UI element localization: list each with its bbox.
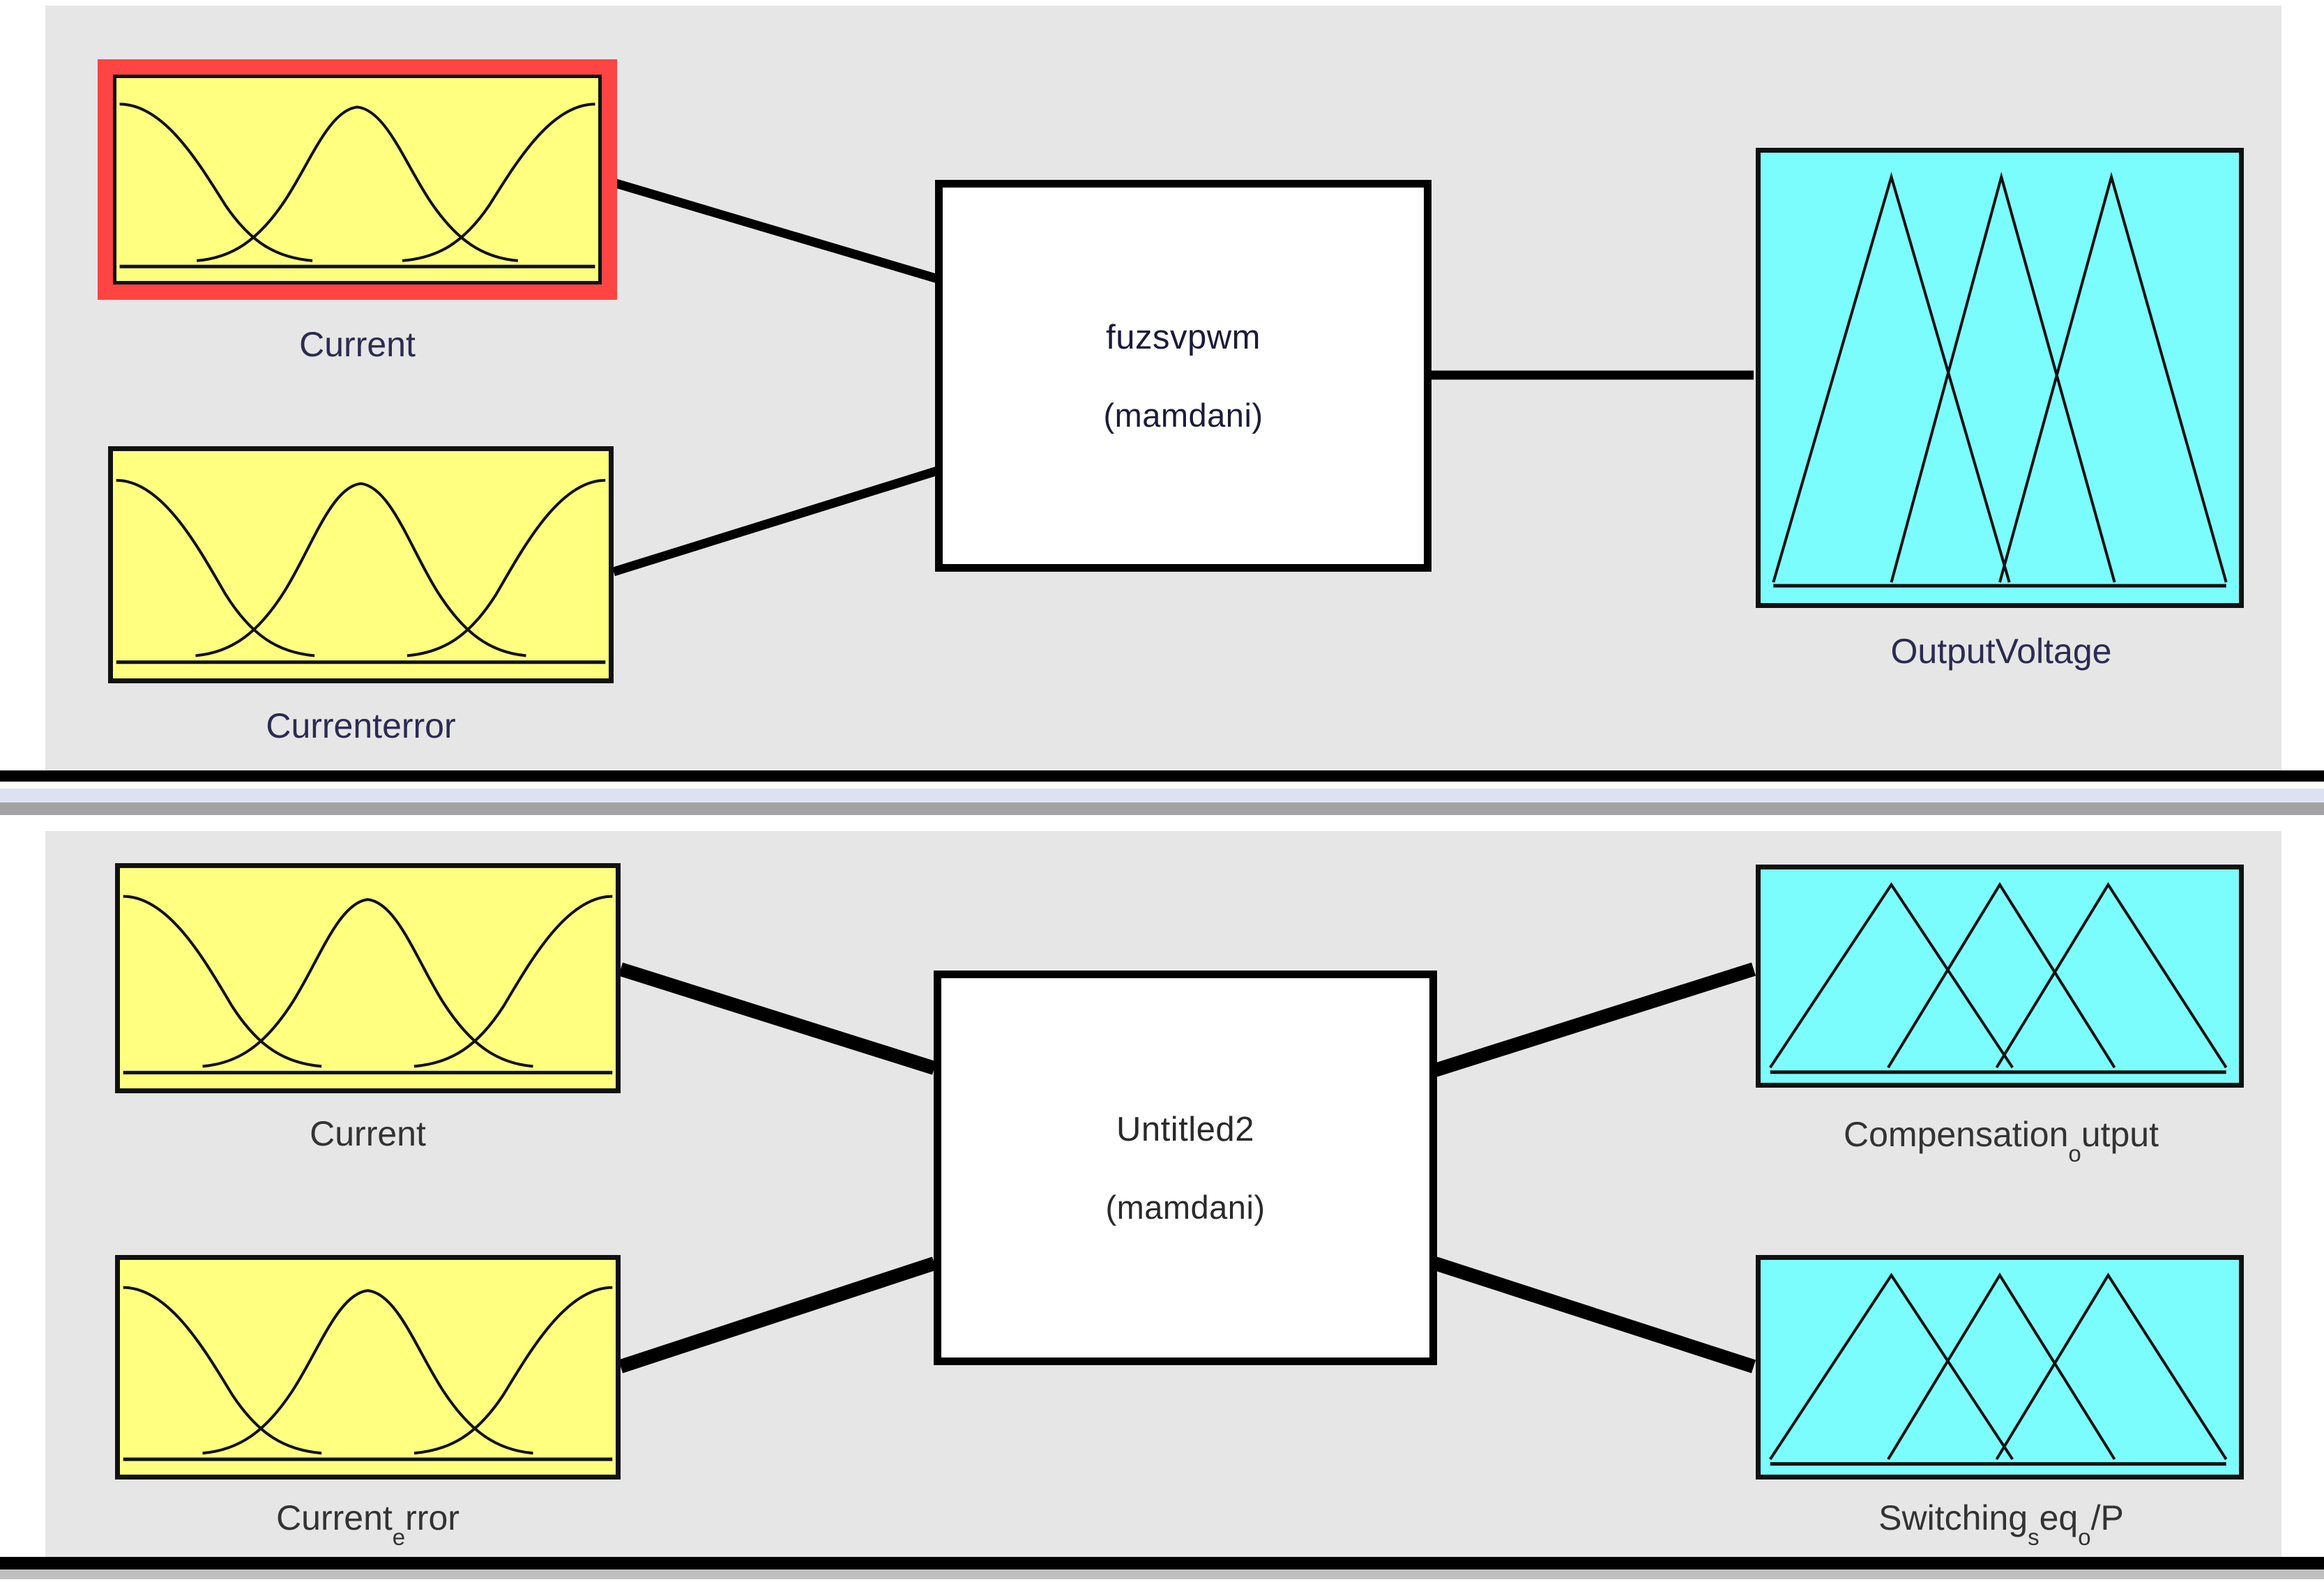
input-variable-label-currenterror-top: Currenterror [266,706,456,745]
output-variable-label-switching-seq-output: Switchingseqo/P [1722,1498,2280,1550]
label-part-text: Switching [1878,1498,2028,1537]
input-variable-label-current-top: Current [299,325,416,364]
output-variable-label-compensation-output: Compensationoutput [1722,1114,2280,1166]
input-variable-box-currenterror-bottom[interactable] [115,1255,621,1480]
output-variable-label-outputvoltage: OutputVoltage [1890,632,2112,671]
label-part-text: /P [2090,1498,2124,1537]
output-variable-box-outputvoltage[interactable] [1756,148,2244,608]
label-part-subscript: s [2028,1524,2040,1550]
mf-plot-outputvoltage [1761,153,2239,603]
panel-border-white-bottom [0,1579,2324,1582]
label-part-subscript: o [2078,1524,2091,1550]
panel-divider-white-1 [0,782,2324,789]
panel-divider-white-2 [0,815,2324,831]
label-part-subscript: o [2068,1141,2081,1166]
output-variable-box-compensation-output[interactable] [1756,865,2244,1088]
mf-plot-compensation-output [1761,869,2239,1083]
input-variable-label-currenterror-bottom: Currenterror [115,1498,621,1550]
input-variable-box-current-top[interactable] [98,59,617,300]
panel-divider-black-top [0,770,2324,782]
input-variable-label-current-bottom: Current [310,1114,426,1153]
label-part-text: Compensation [1844,1115,2069,1154]
panel-divider-gray [0,803,2324,815]
mf-plot-currenterror-top [113,451,609,678]
panel-border-black-bottom [0,1557,2324,1569]
fis-name-label-top: fuzsvpwm [1106,318,1261,356]
label-part-text: eq [2039,1498,2079,1537]
panel-border-gray-bottom [0,1569,2324,1579]
fis-name-label-bottom: Untitled2 [1116,1110,1254,1148]
mf-plot-current-top [113,75,602,284]
input-variable-box-currenterror-top[interactable] [108,446,614,683]
mf-plot-current-bottom [120,868,616,1088]
fis-engine-block-fuzsvpwm[interactable]: fuzsvpwm (mamdani) [935,180,1431,572]
label-part-subscript: e [392,1524,406,1550]
fis-type-label-bottom: (mamdani) [1105,1188,1266,1226]
label-part-text: Current [276,1498,393,1537]
output-variable-box-switching-seq-output[interactable] [1756,1255,2244,1480]
mf-plot-currenterror-bottom [120,1260,616,1475]
label-part-text: rror [405,1498,460,1537]
label-part-text: utput [2081,1115,2159,1154]
input-variable-box-current-bottom[interactable] [115,863,621,1093]
fis-engine-block-untitled2[interactable]: Untitled2 (mamdani) [934,971,1437,1365]
fis-type-label-top: (mamdani) [1103,396,1263,434]
panel-divider-lavender [0,789,2324,803]
mf-plot-switching-seq-output [1761,1260,2239,1475]
